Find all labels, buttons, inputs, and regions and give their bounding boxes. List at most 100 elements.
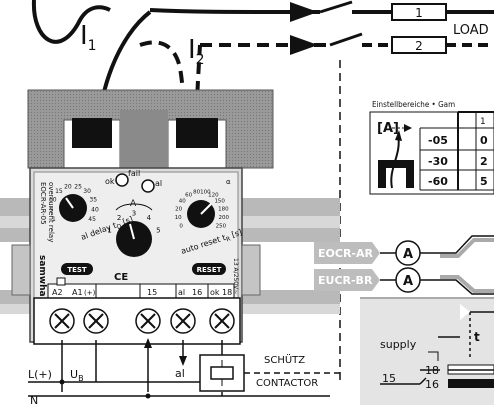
svg-text:A2: A2 xyxy=(52,288,63,297)
svg-text:-30: -30 xyxy=(428,155,448,168)
current-i2-label: I2 xyxy=(188,35,205,68)
ct-wiring-icon xyxy=(378,124,414,189)
svg-text:2: 2 xyxy=(415,39,423,53)
screw-slot xyxy=(140,313,156,329)
n-label: N xyxy=(30,394,38,405)
svg-text:2: 2 xyxy=(480,155,488,168)
a-dial-tick: 1 xyxy=(107,227,111,235)
ammeter-label: A xyxy=(403,247,413,262)
relay-model-text: EOCR-AR-05 xyxy=(39,182,47,225)
delay-dial-tick: 5 xyxy=(49,206,53,213)
line-wire-2 xyxy=(139,32,494,151)
screw-slot xyxy=(54,313,70,329)
terminal-label-strip: A2 A1 (+) 15 al 16 ok 18 xyxy=(47,277,235,299)
reset-dial-tick: 20 xyxy=(175,207,182,213)
svg-text:RESET: RESET xyxy=(197,266,222,274)
table-title: Einstellbereiche • Gam xyxy=(372,100,455,109)
svg-text:0: 0 xyxy=(480,134,488,147)
svg-text:TEST: TEST xyxy=(67,266,87,274)
contactor-coil xyxy=(199,354,340,392)
rating-text: 13 A/250V~ xyxy=(232,258,239,294)
delay-dial[interactable] xyxy=(59,194,87,222)
supply-label: supply xyxy=(380,338,417,351)
reset-dial-tick: 60 xyxy=(185,193,192,199)
delay-dial-tick: 15 xyxy=(55,188,63,195)
l-plus-label: L(+) xyxy=(28,368,52,381)
timing-16-label: 16 xyxy=(425,378,439,391)
timing-t-label: t xyxy=(474,330,480,344)
delay-dial-tick: 20 xyxy=(64,184,72,191)
supply-wires xyxy=(28,338,330,399)
delay-dial-tick: 25 xyxy=(74,184,82,191)
arrow-icon xyxy=(290,35,318,55)
svg-text:15: 15 xyxy=(147,288,157,297)
ok-led xyxy=(115,173,129,187)
ce-mark: CE xyxy=(114,272,128,283)
reset-dial-tick: 40 xyxy=(179,199,186,205)
timing-15-label: 15 xyxy=(382,372,396,385)
reset-dial-tick: 150 xyxy=(214,199,225,205)
model-1-label: EOCR-AR xyxy=(318,247,373,260)
reset-dial-tick: 250 xyxy=(216,223,227,229)
reset-dial-tick: 200 xyxy=(219,215,230,221)
timing-18-label: 18 xyxy=(425,364,439,377)
table-row: -05 0 xyxy=(428,134,488,147)
delay-dial-tick: 30 xyxy=(83,188,91,195)
load-resistor-2: 2 xyxy=(391,36,447,54)
svg-text:A1: A1 xyxy=(72,288,83,297)
delay-dial-tick: 10 xyxy=(49,196,57,203)
model-2-label: EUCR-BR xyxy=(318,274,373,287)
brand-logo: samwha xyxy=(37,255,47,297)
table-header-1: 1 xyxy=(480,117,486,127)
model-row-eucr-br xyxy=(314,267,494,295)
al-output-label: al xyxy=(175,367,185,380)
al-led-label: al xyxy=(155,179,162,188)
fail-led-label: fail xyxy=(128,169,140,178)
screw-slot xyxy=(88,313,104,329)
timing-panel xyxy=(360,297,494,405)
contactor-label: CONTACTOR xyxy=(256,378,318,389)
reset-dial-tick: 100 xyxy=(200,189,211,195)
a-dial-scale: 12 3 45 xyxy=(107,209,160,234)
load-resistor-1: 1 xyxy=(391,3,447,21)
a-dial-tick: 3 xyxy=(132,209,136,217)
delay-dial-tick: 45 xyxy=(88,216,96,223)
reset-button[interactable]: RESET xyxy=(192,263,226,275)
current-i1-label: I1 xyxy=(80,21,97,54)
test-button[interactable]: TEST xyxy=(61,263,93,275)
corner-mark: α xyxy=(226,178,231,186)
delay-dial-tick: 1 xyxy=(52,216,56,223)
svg-text:ok: ok xyxy=(210,288,220,297)
arrow-icon xyxy=(290,2,318,22)
load-label: LOAD xyxy=(453,23,489,38)
svg-text:-05: -05 xyxy=(428,134,448,147)
a-dial-tick: 4 xyxy=(147,214,152,222)
terminal-block xyxy=(33,297,241,345)
current-setting-dial[interactable] xyxy=(116,221,152,257)
table-row: -60 5 xyxy=(428,175,488,188)
table-row: -30 2 xyxy=(428,155,488,168)
current-transformer-blocks xyxy=(27,89,274,169)
ammeter-label: A xyxy=(403,274,413,289)
reset-dial-tick: 120 xyxy=(208,193,219,199)
table-unit: [A] xyxy=(377,121,399,136)
schutz-label: SCHÜTZ xyxy=(264,353,305,366)
delay-dial-tick: 35 xyxy=(89,196,97,203)
a-dial-tick: 2 xyxy=(117,214,121,222)
screw-slot xyxy=(214,313,230,329)
ok-led-label: ok xyxy=(105,177,115,186)
delay-dial-tick: 40 xyxy=(91,206,99,213)
svg-text:(+): (+) xyxy=(84,289,96,297)
reset-dial-tick: 80 xyxy=(193,189,200,195)
a-dial-tick: 5 xyxy=(156,227,160,235)
svg-text:al: al xyxy=(178,288,185,297)
svg-text:1: 1 xyxy=(415,6,423,20)
ub-label: UB xyxy=(70,368,84,383)
svg-text:16: 16 xyxy=(192,288,202,297)
reset-dial-tick: 180 xyxy=(218,207,229,213)
reset-dial[interactable] xyxy=(187,200,215,228)
svg-text:-60: -60 xyxy=(428,175,448,188)
